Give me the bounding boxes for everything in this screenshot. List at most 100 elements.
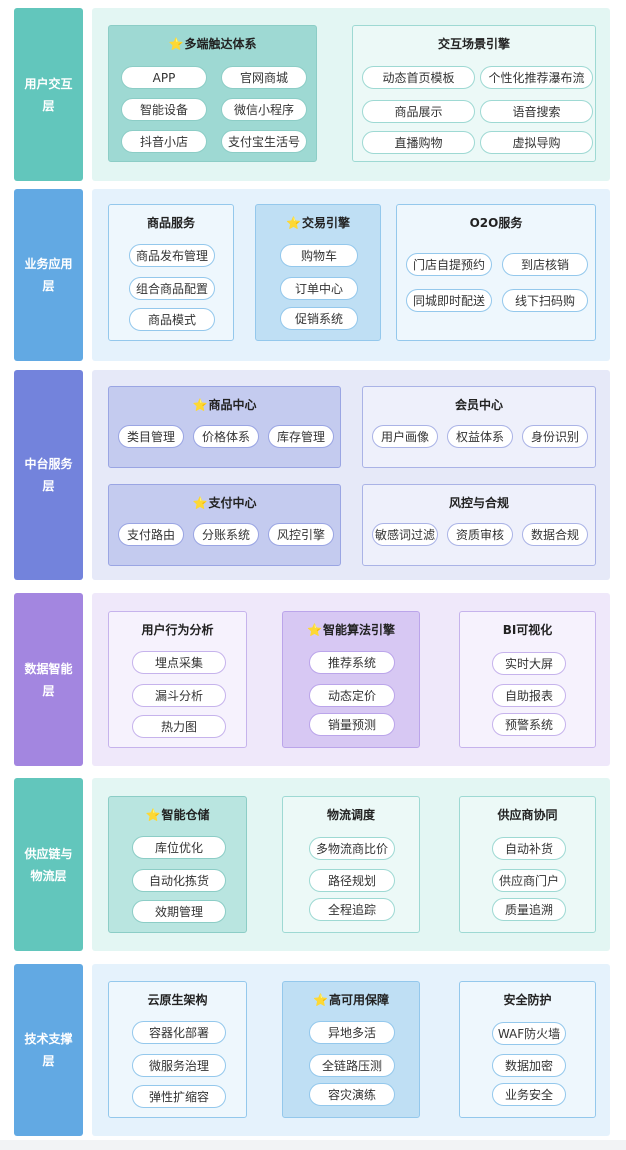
module-title: ⭐高可用保障	[283, 992, 419, 1008]
module-title-text: 智能仓储	[161, 808, 210, 822]
module-title: 供应商协同	[460, 807, 595, 823]
feature-pill: 埋点采集	[132, 651, 226, 674]
feature-pill: 自动补货	[492, 837, 566, 860]
feature-pill: 数据加密	[492, 1054, 566, 1077]
feature-pill: 容器化部署	[132, 1021, 226, 1044]
feature-pill: 订单中心	[280, 277, 358, 300]
module-supply-2: 供应商协同自动补货供应商门户质量追溯	[459, 796, 596, 933]
module-business-2: O2O服务门店自提预约到店核销同城即时配送线下扫码购	[396, 204, 596, 341]
module-tech-2: 安全防护 WAF防火墙数据加密业务安全	[459, 981, 596, 1118]
feature-pill: 漏斗分析	[132, 684, 226, 707]
feature-pill: 推荐系统	[309, 651, 395, 674]
feature-pill: 价格体系	[193, 425, 259, 448]
feature-pill: 容灾演练	[309, 1083, 395, 1106]
feature-pill: 支付路由	[118, 523, 184, 546]
module-data-1: ⭐智能算法引擎推荐系统动态定价销量预测	[282, 611, 420, 748]
feature-pill: 同城即时配送	[406, 289, 492, 312]
feature-pill: 智能设备	[121, 98, 207, 121]
module-supply-1: 物流调度多物流商比价路径规划全程追踪	[282, 796, 420, 933]
feature-pill: 官网商城	[221, 66, 307, 89]
module-title: O2O服务	[397, 215, 595, 231]
module-title: 风控与合规	[363, 495, 595, 511]
feature-pill: 动态定价	[309, 684, 395, 707]
module-title-text: 商品服务	[146, 216, 195, 230]
feature-pill: 微服务治理	[132, 1054, 226, 1077]
module-tech-1: ⭐高可用保障异地多活全链路压测容灾演练	[282, 981, 420, 1118]
module-middle-0: ⭐商品中心类目管理价格体系库存管理	[108, 386, 341, 468]
star-icon: ⭐	[313, 993, 328, 1007]
feature-pill: 实时大屏	[492, 652, 566, 675]
module-data-0: 用户行为分析埋点采集漏斗分析热力图	[108, 611, 247, 748]
layer-label-business: 业务应用层	[14, 189, 83, 361]
feature-pill: 供应商门户	[492, 869, 566, 892]
module-business-0: 商品服务商品发布管理组合商品配置商品模式	[108, 204, 234, 341]
module-title-text: 高可用保障	[328, 993, 389, 1007]
module-title-text: 支付中心	[208, 496, 257, 510]
module-title-text: 供应商协同	[497, 808, 558, 822]
feature-pill: 风控引擎	[268, 523, 334, 546]
star-icon: ⭐	[286, 216, 301, 230]
feature-pill: 弹性扩缩容	[132, 1085, 226, 1108]
feature-pill: 商品展示	[362, 100, 475, 123]
module-title-text: 风控与合规	[448, 496, 509, 510]
module-title: 交互场景引擎	[353, 36, 595, 52]
star-icon: ⭐	[307, 623, 322, 637]
feature-pill: 全程追踪	[309, 898, 395, 921]
feature-pill: 促销系统	[280, 307, 358, 330]
module-title-text: 多端触达体系	[184, 37, 257, 51]
feature-pill: WAF防火墙	[492, 1022, 566, 1045]
layer-label-user: 用户交互层	[14, 8, 83, 181]
module-title: BI可视化	[460, 622, 595, 638]
feature-pill: 资质审核	[447, 523, 513, 546]
feature-pill: 虚拟导购	[480, 131, 593, 154]
module-title-text: 云原生架构	[147, 993, 208, 1007]
module-middle-3: 风控与合规敏感词过滤资质审核数据合规	[362, 484, 596, 566]
module-title: ⭐多端触达体系	[109, 36, 316, 52]
star-icon: ⭐	[192, 398, 208, 412]
feature-pill: 全链路压测	[309, 1054, 395, 1077]
layer-label-data: 数据智能层	[14, 593, 83, 766]
module-title: ⭐支付中心	[109, 495, 340, 511]
module-title-text: 商品中心	[208, 398, 257, 412]
feature-pill: 身份识别	[522, 425, 588, 448]
module-data-2: BI可视化实时大屏自助报表预警系统	[459, 611, 596, 748]
module-title: 安全防护	[460, 992, 595, 1008]
feature-pill: 预警系统	[492, 713, 566, 736]
star-icon: ⭐	[145, 808, 161, 822]
feature-pill: APP	[121, 66, 207, 89]
feature-pill: 到店核销	[502, 253, 588, 276]
module-middle-1: 会员中心用户画像权益体系身份识别	[362, 386, 596, 468]
module-title: ⭐智能仓储	[109, 807, 246, 823]
layer-label-supply: 供应链与物流层	[14, 778, 83, 951]
module-title-text: 用户行为分析	[141, 623, 214, 637]
feature-pill: 业务安全	[492, 1083, 566, 1106]
module-title-text: 物流调度	[326, 808, 375, 822]
module-title: 商品服务	[109, 215, 233, 231]
module-title: ⭐商品中心	[109, 397, 340, 413]
module-title-text: O2O服务	[469, 216, 523, 230]
module-user-1: 交互场景引擎动态首页模板个性化推荐瀑布流商品展示语音搜索直播购物虚拟导购	[352, 25, 596, 162]
feature-pill: 购物车	[280, 244, 358, 267]
feature-pill: 异地多活	[309, 1021, 395, 1044]
feature-pill: 质量追溯	[492, 898, 566, 921]
feature-pill: 自动化拣货	[132, 869, 226, 892]
feature-pill: 动态首页模板	[362, 66, 475, 89]
module-title-text: BI可视化	[502, 623, 553, 637]
module-title-text: 安全防护	[503, 993, 552, 1007]
feature-pill: 组合商品配置	[129, 277, 215, 300]
star-icon: ⭐	[168, 37, 184, 51]
feature-pill: 热力图	[132, 715, 226, 738]
feature-pill: 类目管理	[118, 425, 184, 448]
feature-pill: 商品模式	[129, 308, 215, 331]
module-business-1: ⭐交易引擎购物车订单中心促销系统	[255, 204, 381, 341]
feature-pill: 敏感词过滤	[372, 523, 438, 546]
module-title: 物流调度	[283, 807, 419, 823]
feature-pill: 自助报表	[492, 684, 566, 707]
feature-pill: 库位优化	[132, 836, 226, 859]
feature-pill: 微信小程序	[221, 98, 307, 121]
feature-pill: 分账系统	[193, 523, 259, 546]
feature-pill: 权益体系	[447, 425, 513, 448]
module-title: 用户行为分析	[109, 622, 246, 638]
